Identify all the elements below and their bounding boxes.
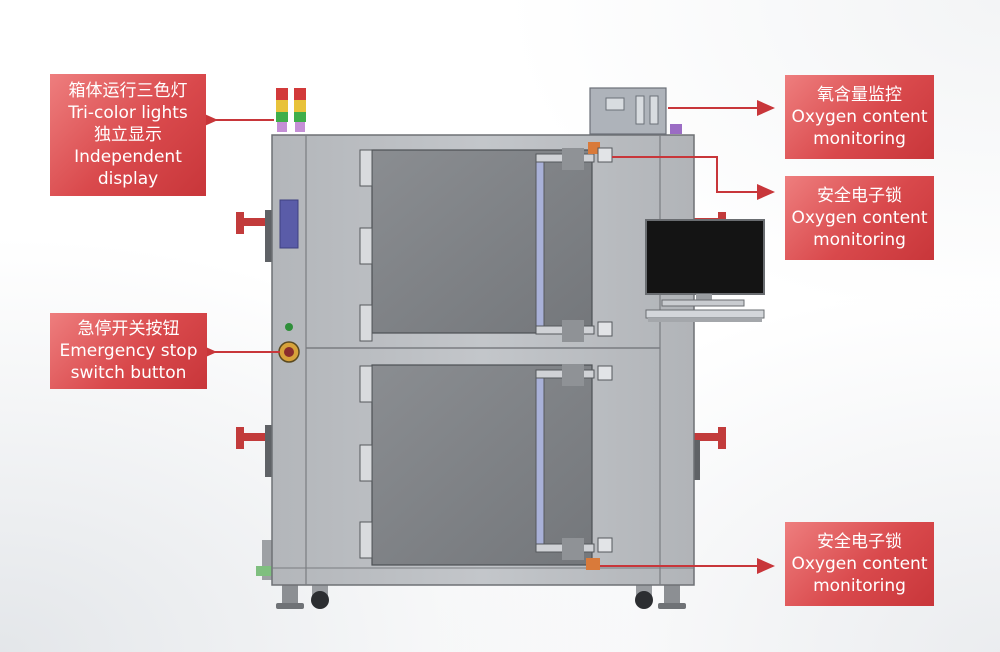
callout-text: monitoring xyxy=(813,576,906,596)
door-hinges xyxy=(359,149,373,559)
callout-text: 安全电子锁 xyxy=(817,532,902,552)
callout-text: Oxygen content xyxy=(791,208,928,228)
callout-emergency-stop: 急停开关按钮 Emergency stop switch button xyxy=(50,313,207,389)
callout-text: Oxygen content xyxy=(791,554,928,574)
callout-oxygen-monitoring: 氧含量监控 Oxygen content monitoring xyxy=(785,75,934,159)
lower-window xyxy=(371,364,593,566)
callout-text: Tri-color lights xyxy=(68,103,188,123)
electronic-lock-icon xyxy=(586,142,613,570)
callout-text: 氧含量监控 xyxy=(817,85,902,105)
callout-text: 安全电子锁 xyxy=(817,186,902,206)
callout-text: switch button xyxy=(70,363,187,383)
upper-window xyxy=(371,149,593,334)
callout-text: display xyxy=(97,169,159,189)
callout-text: Independent xyxy=(74,147,182,167)
tricolor-light-icon xyxy=(276,88,306,132)
callout-text: 箱体运行三色灯 xyxy=(68,81,188,101)
callout-text: monitoring xyxy=(813,129,906,149)
indicator-light xyxy=(285,323,293,331)
callout-text: Emergency stop xyxy=(59,341,198,361)
oxygen-monitor-icon xyxy=(589,87,682,135)
casters xyxy=(276,583,686,609)
callout-text: monitoring xyxy=(813,230,906,250)
callout-text: 独立显示 xyxy=(94,125,162,145)
callout-text: 急停开关按钮 xyxy=(77,319,180,339)
callout-safety-lock-upper: 安全电子锁 Oxygen content monitoring xyxy=(785,176,934,260)
door-handles xyxy=(535,148,595,560)
control-monitor xyxy=(645,219,765,322)
callout-safety-lock-lower: 安全电子锁 Oxygen content monitoring xyxy=(785,522,934,606)
callout-arrows xyxy=(199,100,775,574)
emergency-stop-icon xyxy=(278,341,300,363)
callout-tricolor-lights: 箱体运行三色灯 Tri-color lights 独立显示 Independen… xyxy=(50,74,206,196)
side-indicator-panel xyxy=(279,199,299,249)
callout-text: Oxygen content xyxy=(791,107,928,127)
